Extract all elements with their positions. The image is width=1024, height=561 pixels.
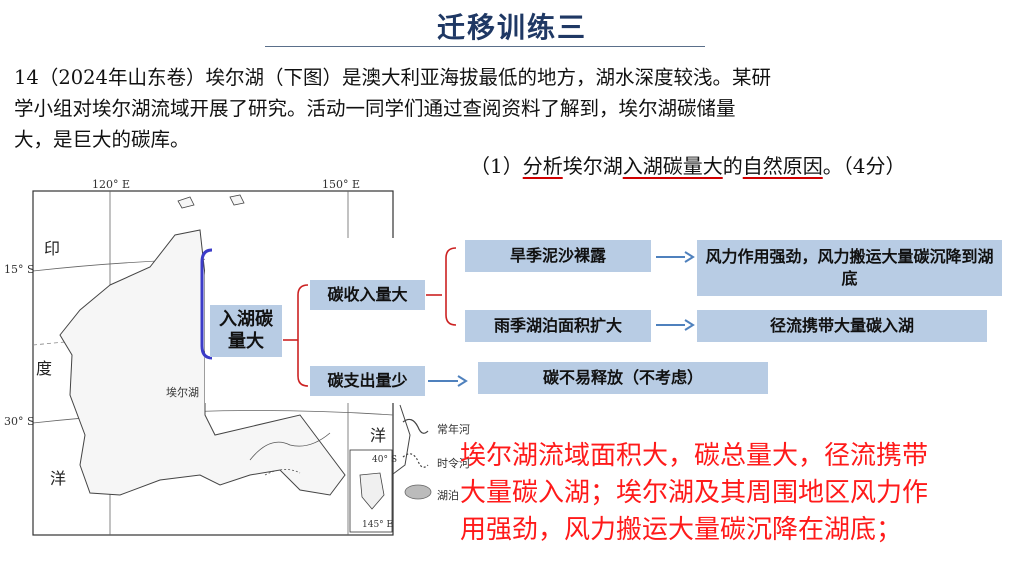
answer-line-1: 埃尔湖流域面积大，碳总量大，径流携带 <box>460 441 929 471</box>
node-runoff-transport: 径流携带大量碳入湖 <box>697 310 987 342</box>
keyword-analyze: 分析 <box>522 154 563 178</box>
root-node-carbon-input-large: 入湖碳 量大 <box>210 305 282 357</box>
node-carbon-income: 碳收入量大 <box>310 280 425 310</box>
inset-lon-label: 145° E <box>362 520 394 530</box>
question-line-2: 学小组对埃尔湖流域开展了研究。活动一同学们通过查阅资料了解到，埃尔湖碳储量 <box>14 97 736 120</box>
ocean-label-du: 度 <box>36 359 53 378</box>
question-line-3: 大，是巨大的碳库。 <box>14 128 190 151</box>
longitude-label-120: 120° E <box>92 178 131 191</box>
answer-text: 埃尔湖流域面积大，碳总量大，径流携带 大量碳入湖；埃尔湖及其周围地区风力作 用强… <box>460 438 1010 549</box>
sub-question-score: 。（4分） <box>822 154 906 178</box>
answer-line-3: 用强劲，风力搬运大量碳沉降在湖底； <box>460 515 903 545</box>
latitude-label-30: 30° S <box>4 415 35 428</box>
sub-question: （1）分析埃尔湖入湖碳量大的自然原因。（4分） <box>470 150 905 179</box>
legend-perennial-river: 常年河 <box>437 423 470 436</box>
slide-title: 迁移训练三 <box>436 11 587 44</box>
node-wind-transport: 风力作用强劲，风力搬运大量碳沉降到湖底 <box>697 240 1002 296</box>
inset-lat-label: 40° S <box>372 455 397 465</box>
node-not-released: 碳不易释放（不考虑） <box>478 362 768 394</box>
sub-question-subject: 埃尔湖 <box>562 154 623 178</box>
latitude-label-15: 15° S <box>4 263 35 276</box>
question-line-1: 14（2024年山东卷）埃尔湖（下图）是澳大利亚海拔最低的地方，湖水深度较浅。某… <box>14 66 771 89</box>
lake-eyre-label: 埃尔湖 <box>166 386 199 399</box>
ocean-label-yang-east: 洋 <box>370 426 387 445</box>
node-dry-season: 旱季泥沙裸露 <box>465 240 651 272</box>
ocean-label-yin: 印 <box>44 239 61 258</box>
node-carbon-output: 碳支出量少 <box>310 366 425 396</box>
answer-line-2: 大量碳入湖；埃尔湖及其周围地区风力作 <box>460 478 929 508</box>
longitude-label-150: 150° E <box>322 178 361 191</box>
sub-question-de: 的 <box>722 154 743 178</box>
question-text: 14（2024年山东卷）埃尔湖（下图）是澳大利亚海拔最低的地方，湖水深度较浅。某… <box>14 62 1010 155</box>
legend-lake: 湖泊 <box>437 489 459 502</box>
node-wet-season: 雨季湖泊面积扩大 <box>465 310 651 342</box>
keyword-carbon-input: 入湖碳量大 <box>622 154 723 178</box>
title-underline <box>265 46 705 47</box>
keyword-natural-cause: 自然原因 <box>742 154 823 178</box>
legend-seasonal-river: 时令河 <box>437 457 470 470</box>
sub-question-prefix: （1） <box>470 154 523 178</box>
ocean-label-yang-west: 洋 <box>50 469 67 488</box>
